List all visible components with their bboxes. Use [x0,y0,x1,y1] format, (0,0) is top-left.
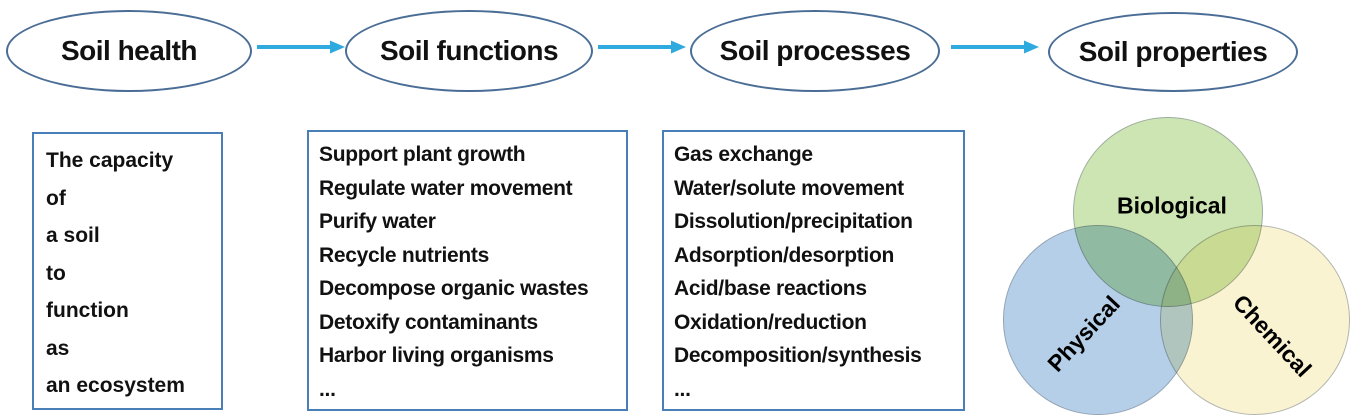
box-line: Gas exchange [674,143,813,166]
node-soil-functions: Soil functions [345,10,593,92]
box-line: Dissolution/precipitation [674,210,913,233]
box-line: a soil [46,224,100,247]
box-line: Support plant growth [319,143,526,166]
soil-properties-venn: Biological Physical Chemical [1000,115,1351,417]
venn-label-biological: Biological [1117,192,1227,219]
flow-arrow-icon [951,40,1039,54]
box-line: Harbor living organisms [319,344,554,367]
box-line: an ecosystem [46,374,185,397]
box-line: Oxidation/reduction [674,310,867,334]
soil-processes-box: Gas exchange Water/solute movement Disso… [662,130,965,411]
box-line: function [46,299,129,322]
box-line: ... [674,377,691,401]
box-line: Water/solute movement [674,176,904,200]
node-soil-functions-label: Soil functions [379,35,559,66]
node-soil-health-label: Soil health [60,35,198,66]
node-soil-properties-label: Soil properties [1078,36,1268,67]
box-line: to [46,261,66,285]
node-soil-processes: Soil processes [690,10,940,92]
box-line: Decomposition/synthesis [674,344,922,367]
flow-arrow-icon [598,40,686,54]
box-line: Acid/base reactions [674,277,867,300]
box-line: Detoxify contaminants [319,310,538,334]
box-line: ... [319,377,336,401]
venn-circle-chemical [1160,225,1350,415]
box-line: of [46,186,66,210]
node-soil-processes-label: Soil processes [719,35,911,66]
box-line: as [46,336,70,360]
box-line: Recycle nutrients [319,243,489,267]
box-line: Decompose organic wastes [319,277,589,300]
box-line: Regulate water movement [319,176,573,200]
node-soil-properties: Soil properties [1048,12,1298,92]
flow-arrow-icon [257,40,345,54]
node-soil-health: Soil health [6,10,252,92]
box-line: The capacity [46,149,174,172]
soil-functions-box: Support plant growth Regulate water move… [307,130,628,411]
soil-health-definition-box: The capacity of a soil to function as an… [32,132,223,410]
box-line: Purify water [319,210,436,233]
box-line: Adsorption/desorption [674,243,895,267]
